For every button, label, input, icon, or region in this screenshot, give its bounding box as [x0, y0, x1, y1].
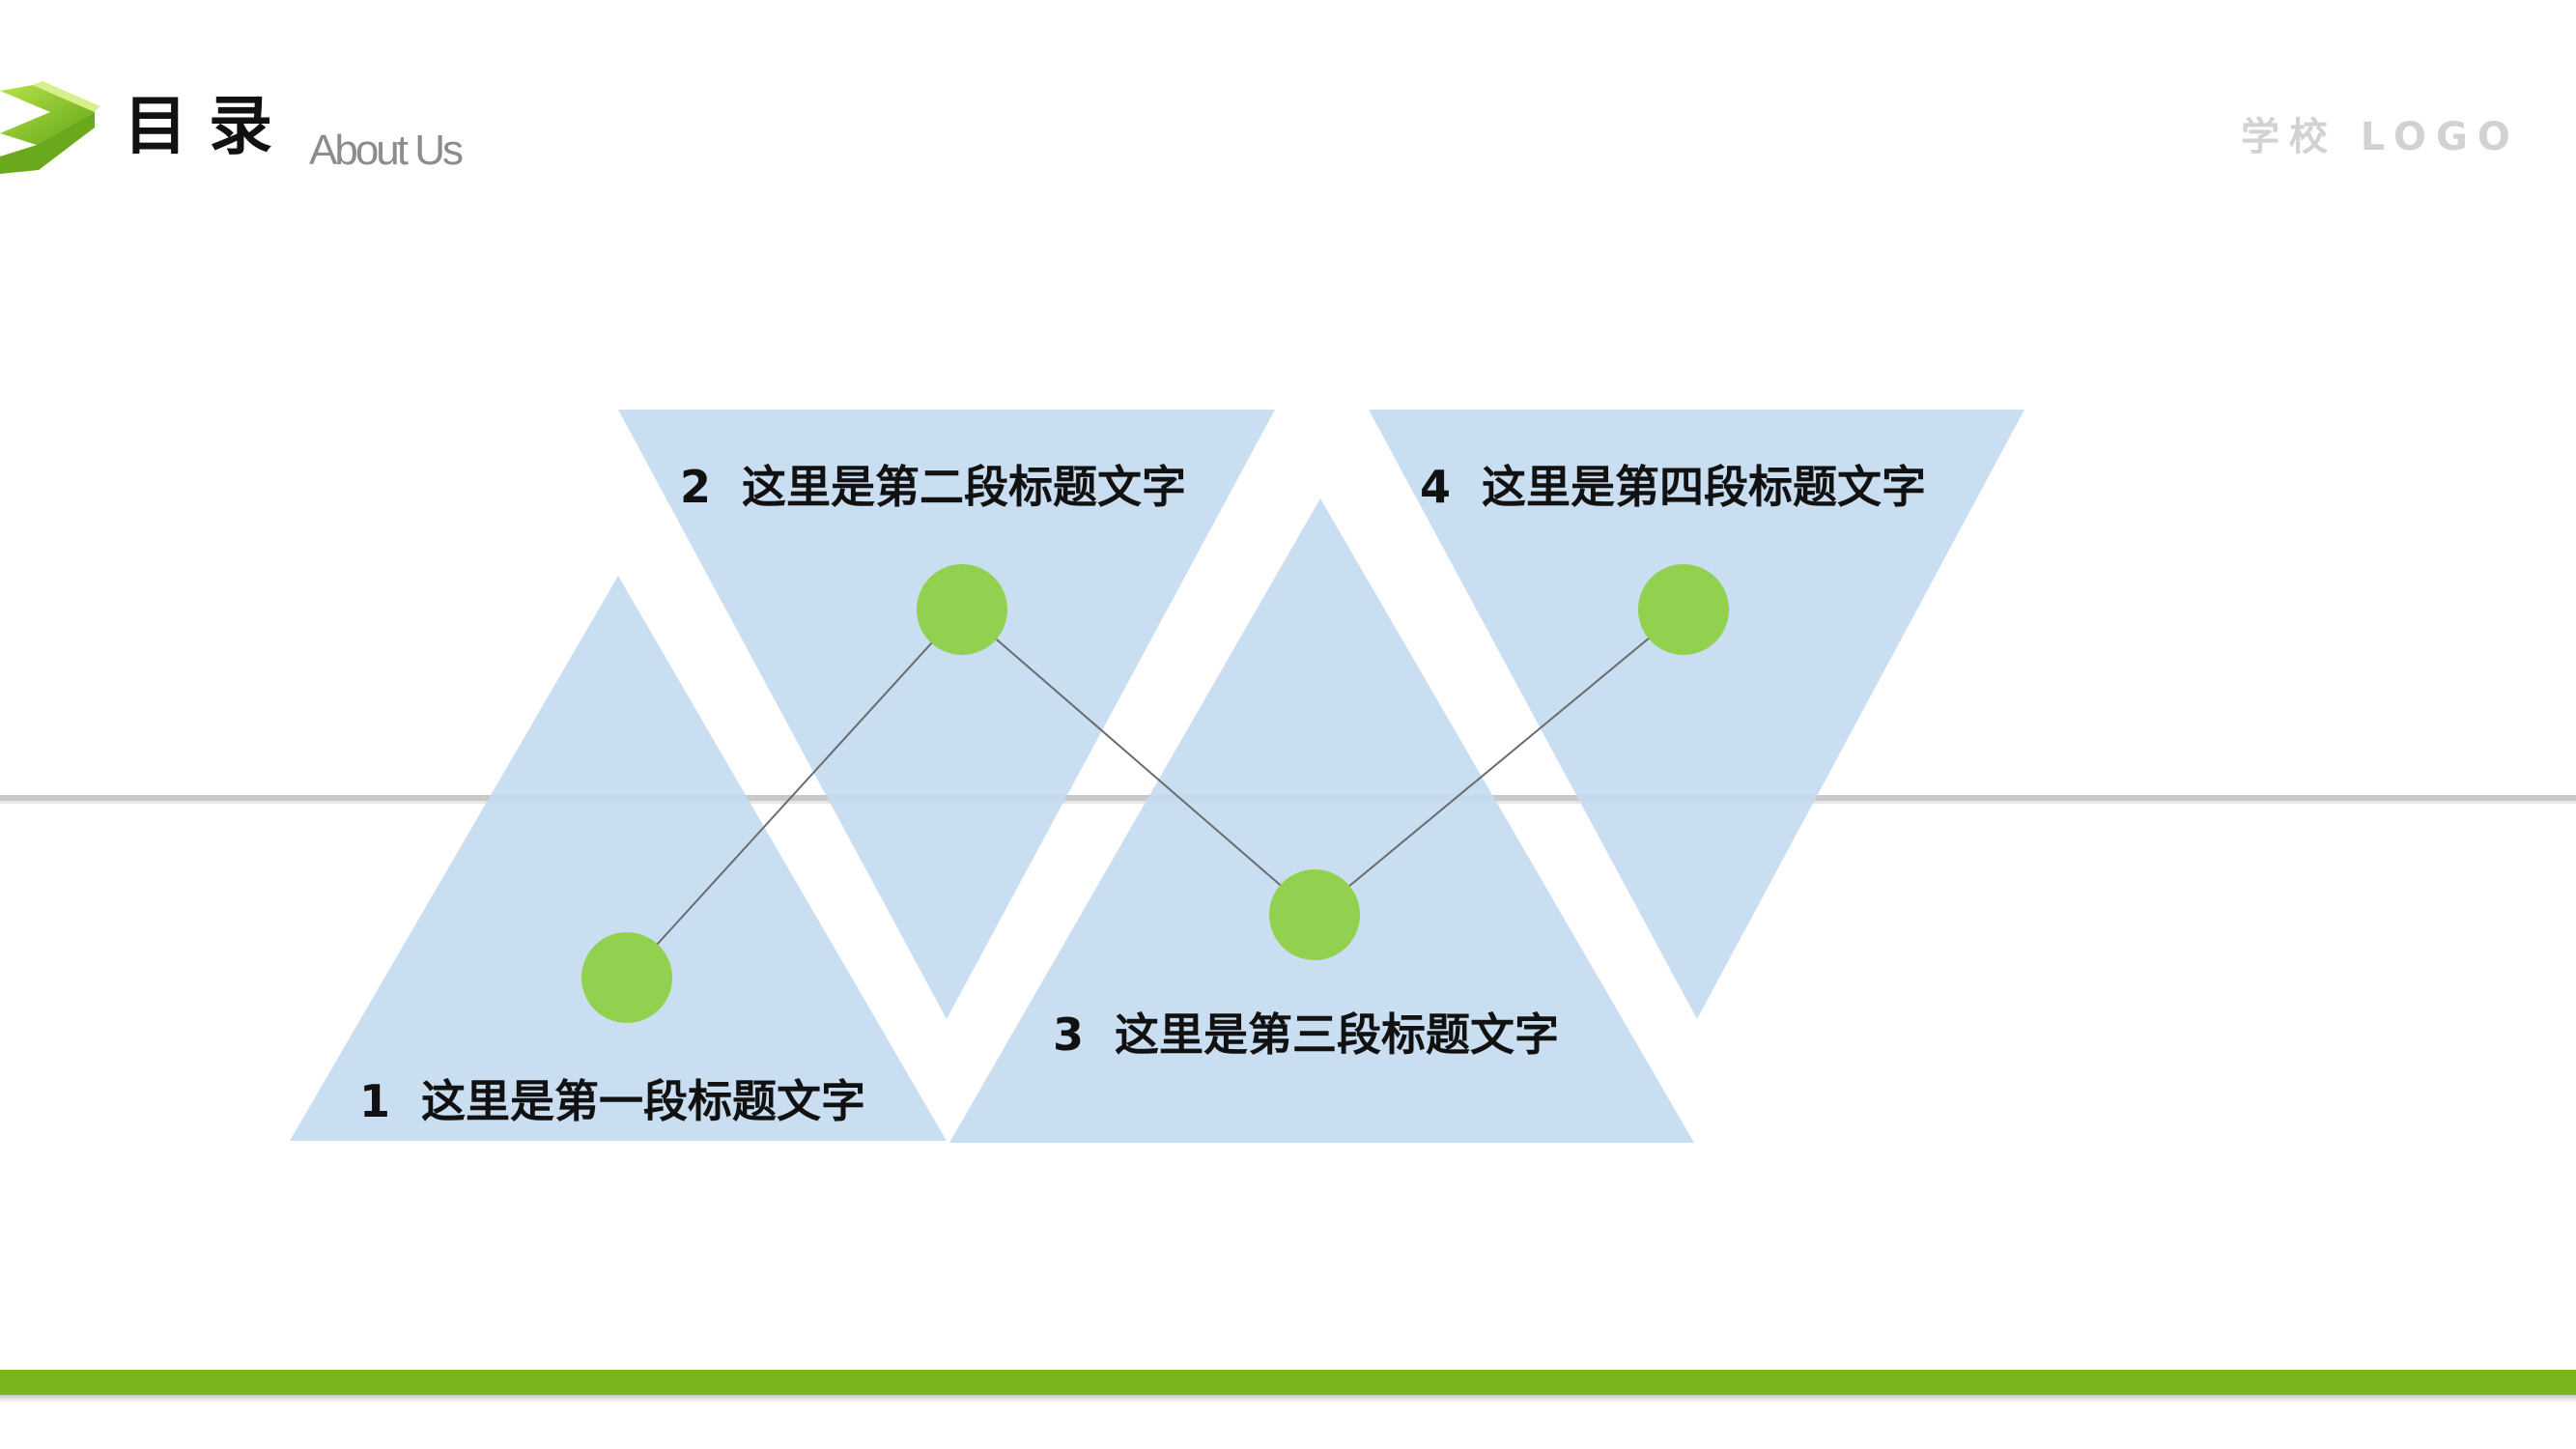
triangle-section-2	[618, 410, 1275, 1019]
section-4-dot[interactable]	[1638, 564, 1729, 655]
school-logo-text: 学校 LOGO	[2241, 115, 2520, 159]
footer-accent-bar	[0, 1370, 2576, 1395]
section-2-label[interactable]: 2 这里是第二段标题文字	[680, 461, 1186, 513]
section-3-label[interactable]: 3 这里是第三段标题文字	[1053, 1009, 1559, 1061]
page-subtitle: About Us	[309, 127, 464, 174]
section-1-dot[interactable]	[581, 932, 672, 1023]
footer-shadow	[0, 1395, 2576, 1403]
section-3-dot[interactable]	[1269, 869, 1360, 960]
section-2-dot[interactable]	[917, 564, 1007, 655]
chevron-arrow-icon	[0, 81, 100, 174]
page-title: 目录	[124, 89, 294, 163]
connector-line	[626, 608, 1684, 979]
section-4-label[interactable]: 4 这里是第四段标题文字	[1420, 461, 1926, 513]
triangle-section-1	[290, 576, 947, 1141]
triangle-section-3	[949, 498, 1694, 1143]
triangle-section-4	[1369, 410, 2024, 1019]
section-1-label[interactable]: 1 这里是第一段标题文字	[359, 1075, 865, 1127]
